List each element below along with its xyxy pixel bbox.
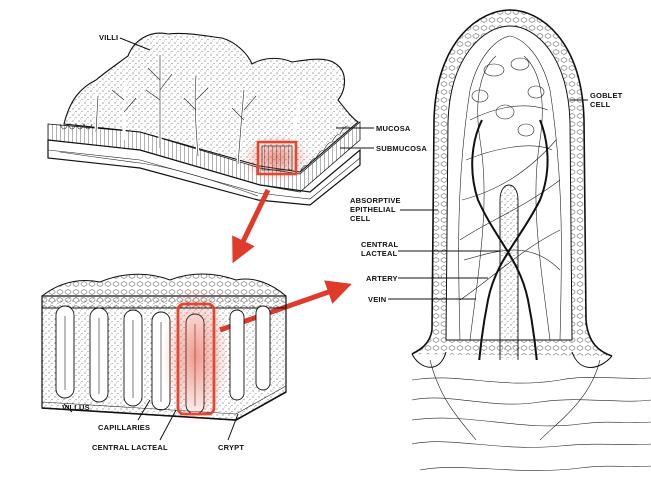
intestinal-wall-section	[48, 33, 360, 205]
label-villi: VILLI	[99, 33, 118, 42]
label-crypt: CRYPT	[218, 443, 244, 452]
label-absorptive-3: CELL	[350, 214, 371, 223]
label-villus: VILLUS	[62, 403, 90, 412]
label-submucosa: SUBMUCOSA	[376, 144, 427, 153]
label-central-lacteal-2: LACTEAL	[361, 249, 398, 258]
label-vein: VEIN	[368, 295, 386, 304]
label-goblet-cell-1: GOBLET	[590, 91, 623, 100]
label-artery: ARTERY	[366, 274, 398, 283]
label-capillaries: CAPILLARIES	[98, 423, 150, 432]
label-central-lacteal-1: CENTRAL	[361, 240, 398, 249]
label-absorptive-2: EPITHELIAL	[350, 205, 396, 214]
arrow-top-to-bottom	[238, 190, 268, 252]
label-goblet-cell-2: CELL	[590, 100, 611, 109]
label-mucosa: MUCOSA	[376, 124, 411, 133]
single-villus	[410, 10, 651, 488]
label-absorptive-1: ABSORPTIVE	[350, 196, 401, 205]
label-central-lacteal-bottom: CENTRAL LACTEAL	[92, 443, 168, 452]
